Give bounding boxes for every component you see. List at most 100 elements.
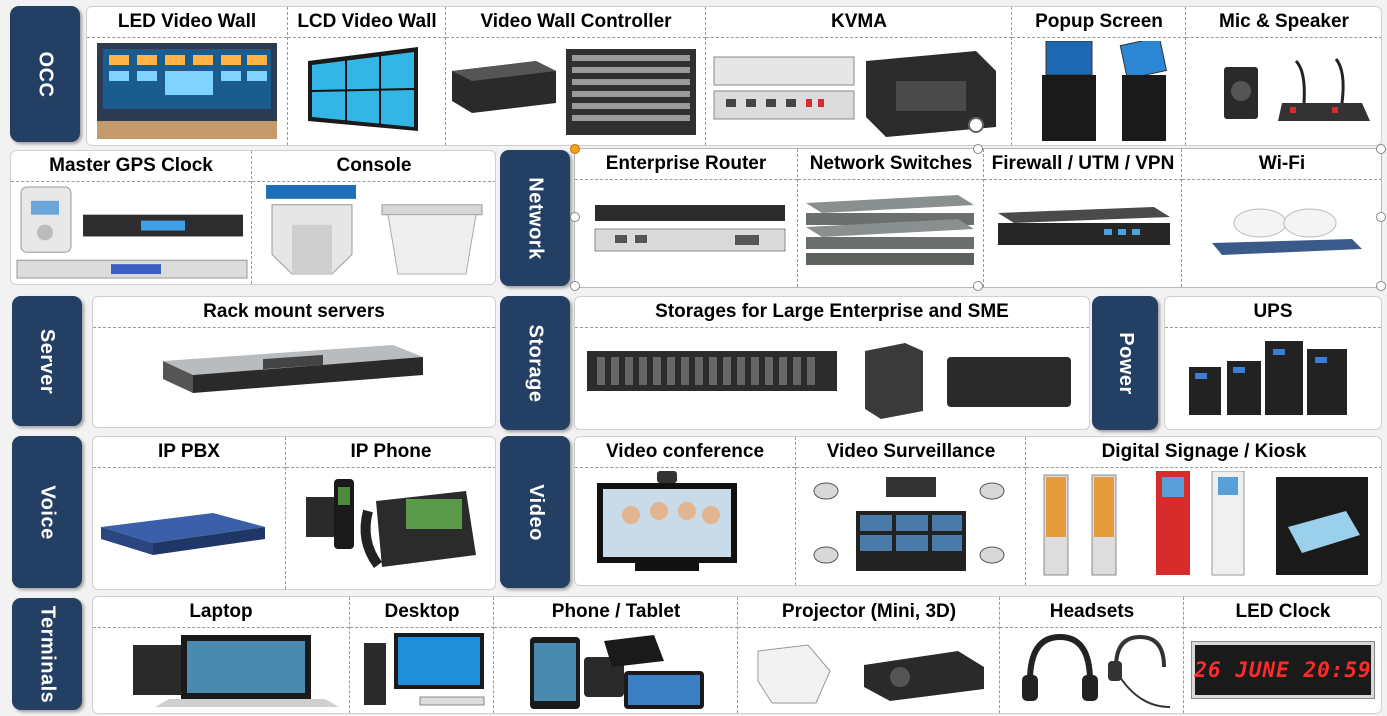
- tab-storage[interactable]: Storage: [500, 296, 570, 430]
- cell-rack-servers: Rack mount servers: [93, 297, 495, 427]
- firewall-image: [984, 183, 1182, 283]
- led-clock-panel: 26 JUNE 20:59: [1192, 642, 1374, 698]
- lcd-video-wall-image: [288, 41, 446, 141]
- label-headsets: Headsets: [1000, 599, 1184, 628]
- cell-enterprise-router: Enterprise Router: [575, 149, 797, 287]
- panel-power: UPS: [1164, 296, 1382, 430]
- cell-wifi: Wi-Fi: [1181, 149, 1381, 287]
- selection-handle[interactable]: [1376, 281, 1386, 291]
- label-video-surveillance: Video Surveillance: [796, 439, 1026, 468]
- label-digital-signage: Digital Signage / Kiosk: [1026, 439, 1381, 468]
- cell-led-clock: LED Clock 26 JUNE 20:59: [1183, 597, 1381, 713]
- panel-video: Video conference Video Surveillance: [574, 436, 1382, 586]
- label-kvma: KVMA: [706, 9, 1012, 38]
- label-enterprise-router: Enterprise Router: [575, 151, 797, 180]
- panel-clock-console: Master GPS Clock Console: [10, 150, 496, 285]
- label-ups: UPS: [1165, 299, 1381, 328]
- mic-speaker-image: [1186, 41, 1381, 141]
- ups-image: [1165, 331, 1381, 425]
- laptop-image: [93, 631, 349, 709]
- popup-screen-image: [1012, 41, 1186, 141]
- cell-phone-tablet: Phone / Tablet: [493, 597, 738, 713]
- selection-handle[interactable]: [1376, 212, 1386, 222]
- label-ip-pbx: IP PBX: [93, 439, 285, 468]
- video-surveillance-image: [796, 471, 1026, 581]
- panel-network: Enterprise Router Network Switches Firew…: [574, 148, 1382, 288]
- console-image: [252, 185, 495, 280]
- cell-led-video-wall: LED Video Wall: [87, 7, 287, 145]
- cell-ip-phone: IP Phone: [285, 437, 495, 589]
- label-wifi: Wi-Fi: [1182, 151, 1381, 180]
- cell-desktop: Desktop: [349, 597, 494, 713]
- cell-laptop: Laptop: [93, 597, 349, 713]
- tab-server-label: Server: [36, 328, 59, 394]
- tab-network[interactable]: Network: [500, 150, 570, 286]
- label-ip-phone: IP Phone: [286, 439, 495, 468]
- tab-storage-label: Storage: [524, 324, 547, 402]
- tab-voice[interactable]: Voice: [12, 436, 82, 588]
- tab-terminals-label: Terminals: [36, 605, 59, 703]
- selection-handle[interactable]: [570, 281, 580, 291]
- panel-terminals: Laptop Desktop Phone / Tablet: [92, 596, 1382, 714]
- tab-video[interactable]: Video: [500, 436, 570, 588]
- cell-ups: UPS: [1165, 297, 1381, 429]
- cell-storages: Storages for Large Enterprise and SME: [575, 297, 1089, 429]
- panel-voice: IP PBX IP Phone: [92, 436, 496, 590]
- phone-tablet-image: [494, 631, 738, 709]
- tab-voice-label: Voice: [36, 484, 59, 540]
- led-video-wall-image: [87, 41, 287, 141]
- tab-terminals[interactable]: Terminals: [12, 598, 82, 710]
- selection-handle[interactable]: [973, 281, 983, 291]
- label-master-gps-clock: Master GPS Clock: [11, 153, 251, 182]
- desktop-image: [350, 631, 494, 709]
- selection-handle[interactable]: [570, 144, 580, 154]
- label-network-switches: Network Switches: [798, 151, 984, 180]
- label-rack-servers: Rack mount servers: [93, 299, 495, 328]
- wifi-image: [1182, 183, 1381, 283]
- ip-pbx-image: [93, 471, 285, 585]
- cell-projector: Projector (Mini, 3D): [737, 597, 1000, 713]
- tab-network-label: Network: [524, 176, 547, 260]
- label-video-wall-controller: Video Wall Controller: [446, 9, 706, 38]
- cell-mic-speaker: Mic & Speaker: [1185, 7, 1381, 145]
- label-video-conference: Video conference: [575, 439, 795, 468]
- cell-console: Console: [251, 151, 495, 284]
- tab-power-label: Power: [1114, 331, 1137, 395]
- ip-phone-image: [286, 471, 495, 585]
- storages-image: [575, 331, 1089, 425]
- panel-server: Rack mount servers: [92, 296, 496, 428]
- label-console: Console: [252, 153, 495, 182]
- cell-network-switches: Network Switches: [797, 149, 984, 287]
- tab-server[interactable]: Server: [12, 296, 82, 426]
- selection-handle[interactable]: [570, 212, 580, 222]
- label-led-clock: LED Clock: [1184, 599, 1381, 628]
- tab-power[interactable]: Power: [1092, 296, 1158, 430]
- cell-headsets: Headsets: [999, 597, 1184, 713]
- cell-ip-pbx: IP PBX: [93, 437, 285, 589]
- tab-occ-label: OCC: [34, 51, 57, 97]
- label-popup-screen: Popup Screen: [1012, 9, 1186, 38]
- led-clock-image: 26 JUNE 20:59: [1184, 631, 1381, 709]
- cell-firewall: Firewall / UTM / VPN: [983, 149, 1182, 287]
- label-led-video-wall: LED Video Wall: [87, 9, 287, 38]
- selection-handle[interactable]: [1376, 144, 1386, 154]
- video-wall-controller-image: [446, 41, 706, 141]
- cell-kvma: KVMA: [705, 7, 1012, 145]
- tab-occ[interactable]: OCC: [10, 6, 80, 142]
- cell-master-gps-clock: Master GPS Clock: [11, 151, 251, 284]
- cell-lcd-video-wall: LCD Video Wall: [287, 7, 446, 145]
- cell-video-conference: Video conference: [575, 437, 795, 585]
- panel-storage: Storages for Large Enterprise and SME: [574, 296, 1090, 430]
- label-storages: Storages for Large Enterprise and SME: [575, 299, 1089, 328]
- digital-signage-image: [1026, 471, 1381, 581]
- rack-servers-image: [93, 331, 495, 423]
- label-lcd-video-wall: LCD Video Wall: [288, 9, 446, 38]
- label-laptop: Laptop: [93, 599, 349, 628]
- cell-digital-signage: Digital Signage / Kiosk: [1025, 437, 1381, 585]
- tab-video-label: Video: [524, 483, 547, 541]
- network-switches-image: [798, 183, 984, 283]
- video-conference-image: [575, 471, 795, 581]
- selection-handle[interactable]: [973, 144, 983, 154]
- projector-image: [738, 631, 1000, 709]
- label-phone-tablet: Phone / Tablet: [494, 599, 738, 628]
